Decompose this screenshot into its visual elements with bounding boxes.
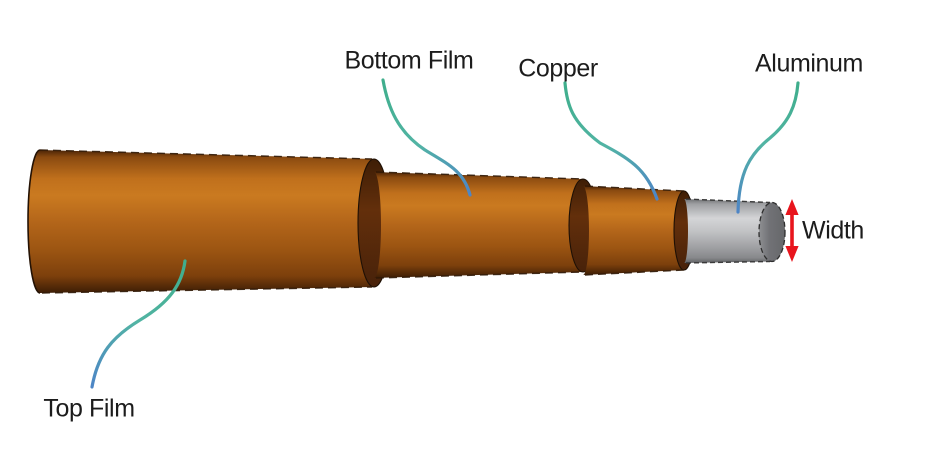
copper-cylinder xyxy=(583,186,694,275)
top-film-cylinder xyxy=(28,150,391,293)
label-top-film: Top Film xyxy=(43,394,135,423)
bottom-film-cylinder xyxy=(374,172,598,278)
label-width: Width xyxy=(802,216,864,245)
leader-line-top-film xyxy=(90,259,187,389)
top-film-left-edge xyxy=(27,149,41,294)
label-copper: Copper xyxy=(518,54,598,83)
aluminum-cylinder xyxy=(684,199,785,263)
aluminum-edge-lines xyxy=(685,198,771,264)
leader-line-copper xyxy=(563,81,659,201)
width-dimension-arrow-icon xyxy=(785,199,799,262)
leader-line-bottom-film xyxy=(381,78,472,197)
aluminum-end-cap xyxy=(758,201,786,263)
label-bottom-film: Bottom Film xyxy=(344,46,474,75)
label-aluminum: Aluminum xyxy=(755,49,863,78)
leader-line-aluminum xyxy=(736,81,800,214)
film-edge-lines xyxy=(39,149,685,294)
